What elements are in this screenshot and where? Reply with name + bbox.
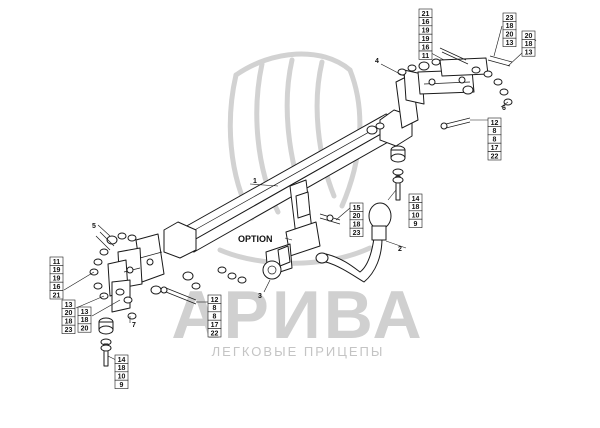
part-number-label: 23	[65, 327, 73, 334]
part-number-box	[502, 37, 517, 47]
part-number-label: 20	[353, 213, 361, 220]
part-number-label: 13	[65, 302, 73, 309]
part-number-label: 9	[414, 221, 418, 228]
part-number-label: 17	[211, 322, 219, 329]
part-number-box	[521, 47, 536, 57]
tagline-watermark: ЛЕГКОВЫЕ ПРИЦЕПЫ	[212, 344, 385, 359]
part-number-label: 8	[213, 314, 217, 321]
part-number-label: 22	[211, 330, 219, 337]
part-number-label: 16	[422, 19, 430, 26]
part-number-label: 13	[506, 40, 514, 47]
part-number-label: 12	[491, 120, 499, 127]
part-number-box	[418, 50, 433, 60]
part-number-label: 20	[506, 32, 514, 39]
callout-numbers: 1 2 3 4 5 6 7 OPTION	[92, 58, 506, 329]
part-number-label: 18	[525, 41, 533, 48]
part-number-label: 13	[81, 309, 89, 316]
part-number-box	[487, 151, 502, 161]
ariva-logo-watermark: АРИВА ЛЕГКОВЫЕ ПРИЦЕПЫ	[171, 51, 422, 359]
part-number-box	[114, 379, 129, 389]
callout-5: 5	[92, 223, 96, 230]
part-number-label: 21	[422, 11, 430, 18]
callout-3: 3	[258, 293, 262, 300]
part-number-box	[61, 324, 76, 334]
part-number-label: 18	[81, 317, 89, 324]
part-number-label: 8	[493, 137, 497, 144]
option-label: OPTION	[238, 234, 273, 244]
part-number-label: 18	[506, 23, 514, 30]
center-socket-bracket	[262, 179, 341, 280]
callout-2: 2	[398, 246, 402, 253]
part-number-label: 15	[353, 205, 361, 212]
part-number-label: 16	[53, 284, 61, 291]
part-number-label: 11	[53, 259, 61, 266]
part-number-label: 18	[65, 319, 73, 326]
left-fasteners	[89, 231, 247, 367]
part-number-box	[207, 328, 222, 338]
part-number-label: 20	[81, 326, 89, 333]
part-number-label: 14	[412, 196, 420, 203]
part-number-label: 10	[412, 213, 420, 220]
left-mounting-bracket	[107, 221, 197, 313]
part-number-label: 12	[211, 297, 219, 304]
part-number-label: 8	[213, 305, 217, 312]
part-number-label: 18	[118, 365, 126, 372]
part-number-box	[408, 218, 423, 228]
part-number-label: 9	[120, 382, 124, 389]
part-number-label: 18	[412, 204, 420, 211]
part-number-label: 23	[353, 230, 361, 237]
part-number-label: 23	[506, 15, 514, 22]
part-number-label: 18	[353, 222, 361, 229]
part-number-label: 19	[53, 276, 61, 283]
part-number-label: 8	[493, 128, 497, 135]
part-number-label: 22	[491, 153, 499, 160]
part-number-label: 10	[118, 374, 126, 381]
part-number-label: 20	[525, 33, 533, 40]
part-number-label: 19	[53, 267, 61, 274]
part-number-label: 11	[422, 53, 430, 60]
part-number-box	[349, 227, 364, 237]
right-mounting-bracket	[379, 57, 489, 147]
part-number-stacks: 2116191916112318201320181312881722141810…	[49, 8, 536, 389]
part-number-label: 17	[491, 145, 499, 152]
part-number-label: 19	[422, 28, 430, 35]
part-number-label: 19	[422, 36, 430, 43]
callout-7: 7	[132, 322, 136, 329]
callout-1: 1	[253, 178, 257, 185]
part-number-box	[49, 290, 64, 300]
part-number-box	[77, 323, 92, 333]
tow-ball	[315, 202, 392, 283]
part-number-label: 14	[118, 357, 126, 364]
callout-4: 4	[375, 58, 379, 65]
part-number-label: 20	[65, 310, 73, 317]
callout-6: 6	[502, 105, 506, 112]
part-number-label: 16	[422, 44, 430, 51]
part-number-label: 21	[53, 292, 61, 299]
part-number-label: 13	[525, 50, 533, 57]
